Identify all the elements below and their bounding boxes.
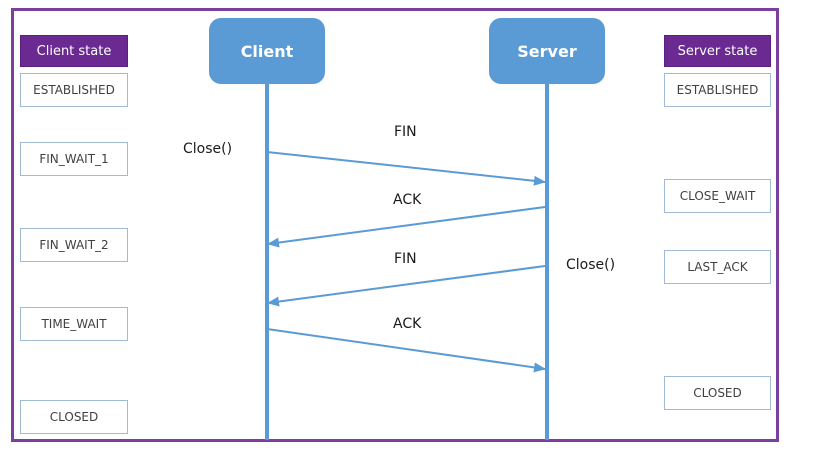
fin-arrow-client-to-server — [266, 151, 546, 186]
client-state-time-wait: TIME_WAIT — [20, 307, 128, 341]
server-state-close-wait: CLOSE_WAIT — [664, 179, 771, 213]
fin-label-2: FIN — [394, 251, 417, 267]
server-lifeline — [545, 60, 549, 440]
server-state-closed: CLOSED — [664, 376, 771, 410]
fin-label-1: FIN — [394, 124, 417, 140]
ack-arrow-client-to-server — [266, 328, 546, 373]
client-state-header: Client state — [20, 35, 128, 67]
ack-label-2: ACK — [393, 316, 422, 332]
server-close-call: Close() — [566, 257, 616, 273]
client-state-fin-wait-2: FIN_WAIT_2 — [20, 228, 128, 262]
client-state-fin-wait-1: FIN_WAIT_1 — [20, 142, 128, 176]
client-close-call: Close() — [183, 141, 233, 157]
ack-label-1: ACK — [393, 192, 422, 208]
ack-arrow-server-to-client — [267, 206, 546, 248]
server-state-established: ESTABLISHED — [664, 73, 771, 107]
server-state-header: Server state — [664, 35, 771, 67]
diagram-frame — [11, 8, 779, 442]
fin-arrow-server-to-client — [267, 265, 546, 307]
client-state-closed: CLOSED — [20, 400, 128, 434]
client-state-established: ESTABLISHED — [20, 73, 128, 107]
server-actor: Server — [489, 18, 605, 84]
client-lifeline — [265, 60, 269, 440]
server-state-last-ack: LAST_ACK — [664, 250, 771, 284]
client-actor: Client — [209, 18, 325, 84]
